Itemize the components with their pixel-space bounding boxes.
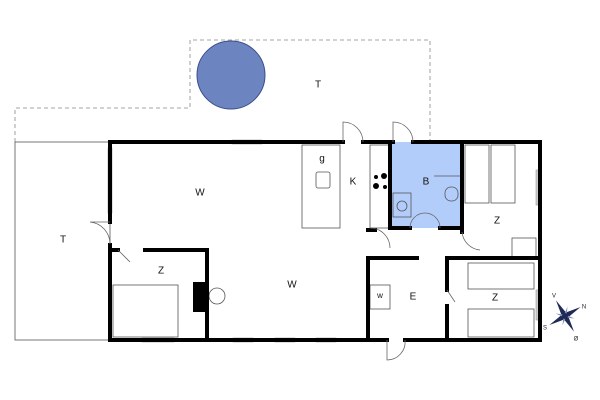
chimney [193, 282, 206, 312]
compass-west: V [552, 294, 556, 300]
compass-north: N [582, 305, 586, 311]
bed-right-top [464, 144, 516, 204]
stove-icon [373, 173, 387, 189]
room-label-living: W [287, 280, 297, 291]
room-label-bedroom: Z [494, 216, 500, 227]
compass-south: S [543, 326, 547, 332]
walls [108, 140, 542, 342]
bed-left [112, 284, 179, 338]
room-label-bedroom: Z [492, 293, 498, 304]
room-label-bathroom: B [423, 177, 430, 188]
shower-tray [392, 192, 412, 218]
room-label-utility: w [376, 291, 383, 300]
pool [196, 40, 266, 110]
terrace-top-outline [14, 39, 431, 142]
room-label-g: g [319, 154, 325, 165]
kitchen-sink [315, 171, 331, 189]
bathroom-floor [390, 142, 462, 228]
room-label-kitchen: K [350, 177, 357, 188]
bed-right-bottom [467, 262, 535, 338]
toilet-icon [444, 186, 459, 202]
wardrobe-right-top [511, 237, 537, 259]
compass-rose-icon [549, 300, 581, 332]
stove-round [208, 287, 226, 305]
room-label-bedroom: Z [158, 266, 164, 277]
doors[interactable] [89, 121, 481, 361]
room-label-terrace: T [315, 80, 321, 91]
kitchen-counter [369, 144, 391, 229]
room-label-entrance: E [410, 292, 417, 303]
room-label-living: W [195, 188, 205, 199]
compass-east: Ø [574, 337, 579, 343]
kitchen-island [301, 144, 341, 229]
room-label-terrace: T [60, 235, 66, 246]
shower-drain-icon [396, 200, 408, 212]
